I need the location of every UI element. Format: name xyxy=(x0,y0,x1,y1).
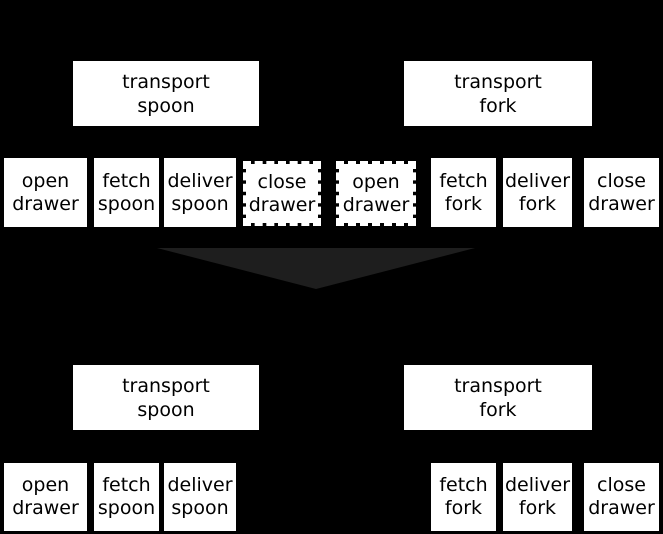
down-arrow-icon xyxy=(157,248,475,289)
after-action-deliver-fork: deliver fork xyxy=(502,462,573,532)
down-arrow-shape xyxy=(157,248,475,289)
after-task-transport-spoon: transport spoon xyxy=(72,364,260,431)
before-action-close-drawer-2: close drawer xyxy=(583,157,660,228)
before-action-open-drawer-1: open drawer xyxy=(3,157,88,228)
before-action-fetch-fork: fetch fork xyxy=(430,157,497,228)
before-task-transport-fork: transport fork xyxy=(403,60,593,127)
before-action-deliver-fork: deliver fork xyxy=(502,157,573,228)
after-action-fetch-fork: fetch fork xyxy=(430,462,497,532)
before-action-open-drawer-removable: open drawer xyxy=(336,161,416,226)
before-action-deliver-spoon: deliver spoon xyxy=(163,157,237,228)
before-task-transport-spoon: transport spoon xyxy=(72,60,260,127)
after-action-fetch-spoon: fetch spoon xyxy=(93,462,160,532)
before-action-close-drawer-removable: close drawer xyxy=(243,161,321,226)
before-action-fetch-spoon: fetch spoon xyxy=(93,157,160,228)
after-task-transport-fork: transport fork xyxy=(403,364,593,431)
after-action-open-drawer: open drawer xyxy=(3,462,88,532)
after-action-close-drawer: close drawer xyxy=(583,462,660,532)
after-action-deliver-spoon: deliver spoon xyxy=(163,462,237,532)
